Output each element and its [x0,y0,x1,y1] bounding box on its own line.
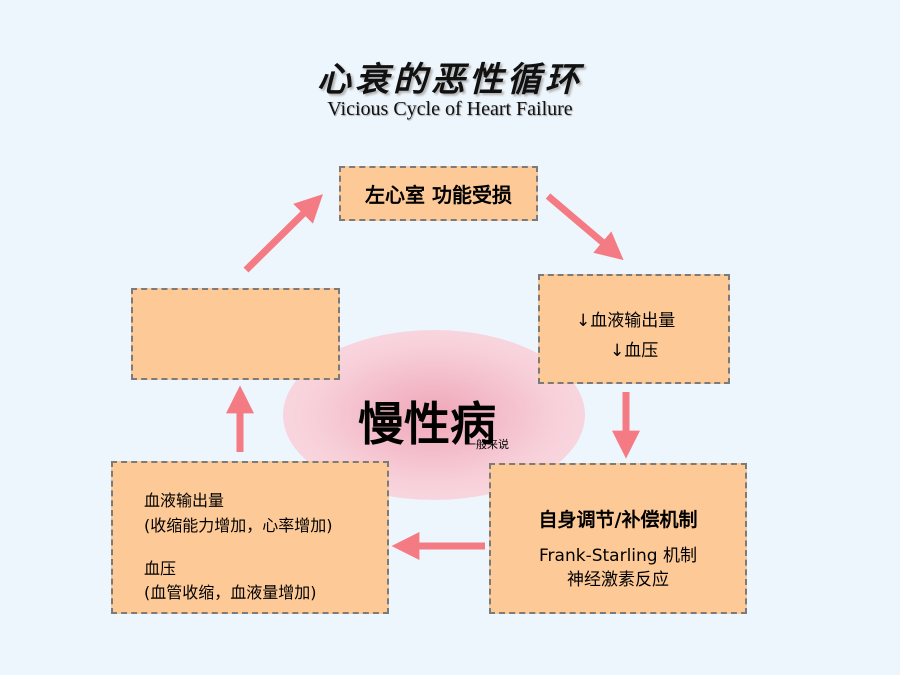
box-empty-left [131,288,340,380]
box-bottom-left-item1-title: 血液输出量 [144,491,225,510]
arrow-left-to-top [243,194,323,273]
center-label: 慢性病 [358,397,496,451]
box-compensation-mechanism: 自身调节/补偿机制 Frank-Starling 机制 神经激素反应 [489,463,747,614]
box-top-label: 左心室 功能受损 [365,183,512,207]
box-bottom-left-item2-detail: (血管收缩，血液量增加) [144,583,317,602]
title-chinese: 心衰的恶性循环 [317,60,583,100]
box-restored-output: 血液输出量 (收缩能力增加，心率增加) 血压 (血管收缩，血液量增加) [111,461,389,614]
center-sublabel: 一般来说 [465,438,509,451]
box-left-ventricle-dysfunction: 左心室 功能受损 [339,166,538,221]
box-right-line1: ↓血液输出量 [576,311,676,331]
box-reduced-output: ↓血液输出量 ↓血压 [538,274,730,384]
box-bottom-left-item2-title: 血压 [144,559,177,578]
box-bottom-right-heading: 自身调节/补偿机制 [538,509,698,531]
box-bottom-right-line1: Frank-Starling 机制 [539,546,697,566]
box-bottom-right-line2: 神经激素反应 [567,570,669,590]
box-right-line2: ↓血压 [610,341,659,361]
box-bottom-left-item1-detail: (收缩能力增加，心率增加) [144,516,333,535]
arrow-top-to-right [545,193,624,261]
title-english: Vicious Cycle of Heart Failure [327,98,573,120]
